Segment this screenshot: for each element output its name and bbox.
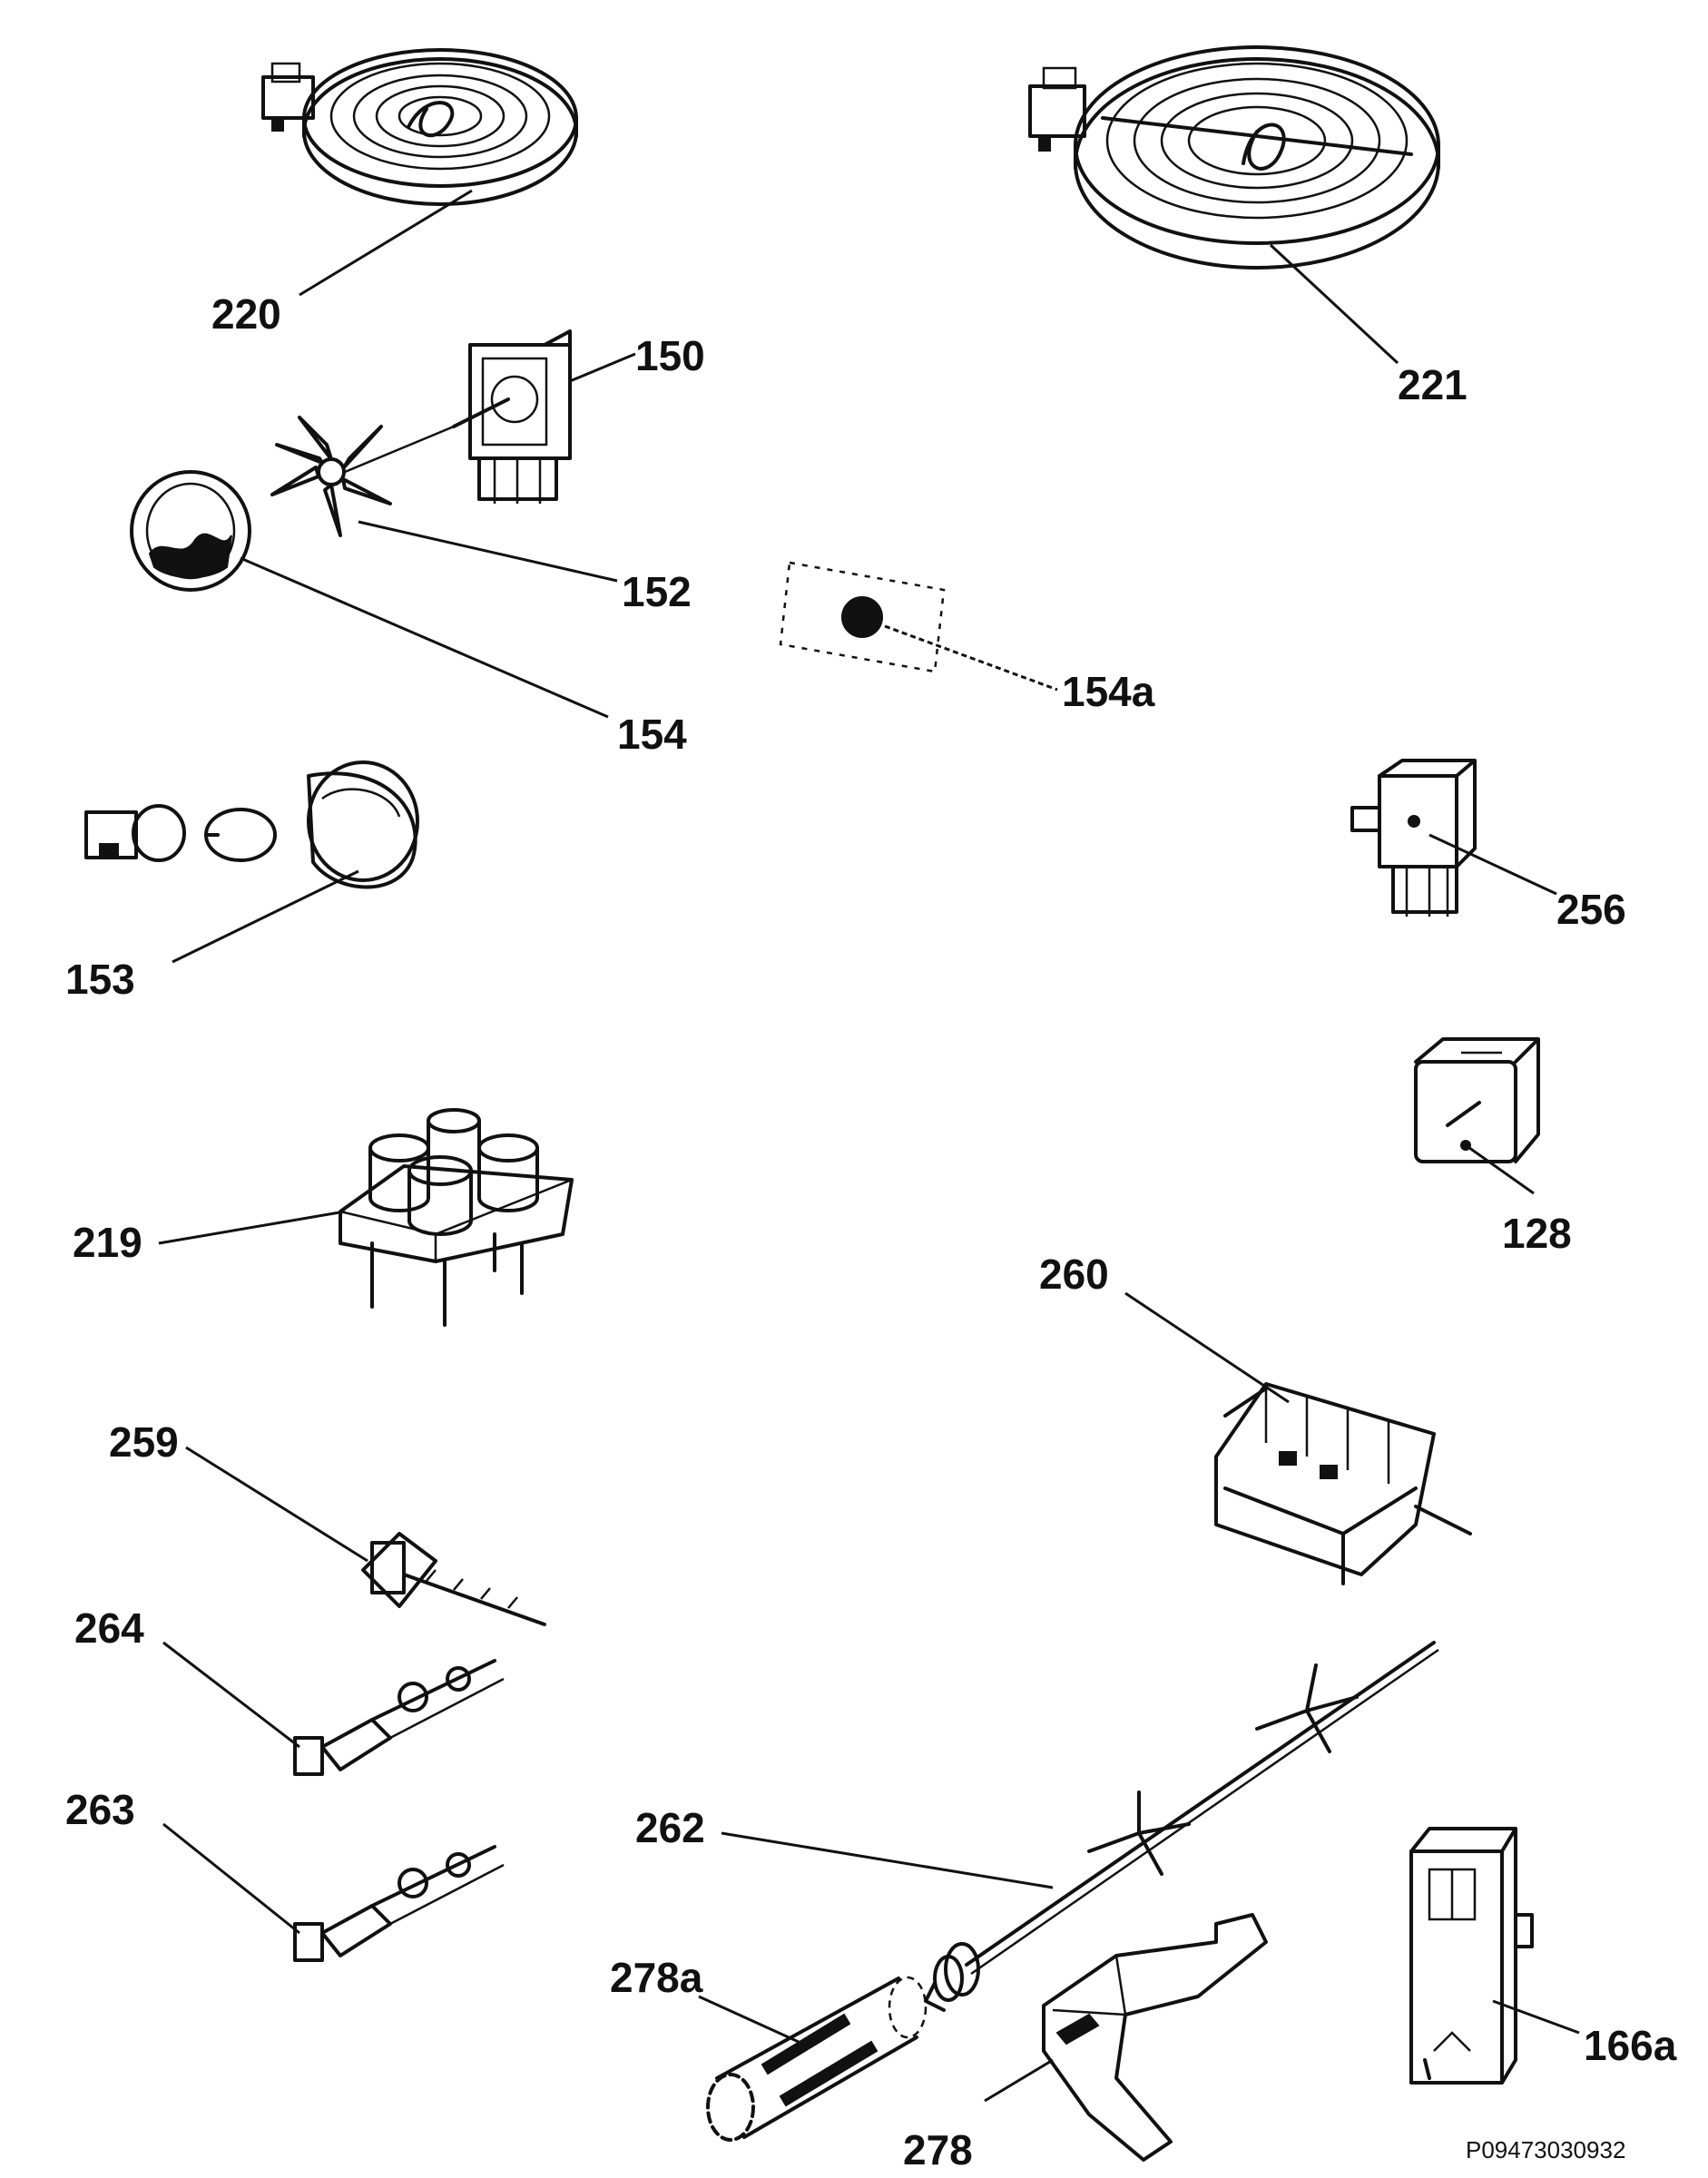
label-220: 220 xyxy=(211,290,281,338)
part-264-switch-shaft xyxy=(293,1659,505,1776)
part-153-oven-lamp xyxy=(84,760,419,889)
leader-219 xyxy=(158,1210,346,1245)
label-278a: 278a xyxy=(610,1954,703,2001)
part-262-rotisserie-spit xyxy=(924,1641,1439,2012)
leader-262 xyxy=(721,1831,1054,1889)
leader-220 xyxy=(299,189,473,297)
part-219-indicator-block xyxy=(339,1108,574,1327)
label-154: 154 xyxy=(617,711,687,758)
part-256-thermostat xyxy=(1350,759,1477,917)
label-256: 256 xyxy=(1556,886,1626,933)
label-150: 150 xyxy=(635,332,705,379)
leader-150 xyxy=(569,352,636,383)
part-166a-spit-motor xyxy=(1409,1827,1534,2085)
leader-154a xyxy=(884,624,1058,692)
label-264: 264 xyxy=(74,1604,144,1652)
part-154-fan-cover xyxy=(130,470,251,592)
part-263-switch-shaft xyxy=(293,1845,505,1962)
label-128: 128 xyxy=(1502,1210,1572,1257)
part-154a-filter xyxy=(779,561,946,673)
leader-153 xyxy=(172,869,359,964)
label-278: 278 xyxy=(903,2126,973,2173)
part-278a-spit-handle xyxy=(706,1976,928,2142)
leader-221 xyxy=(1269,243,1399,365)
leader-166a xyxy=(1492,1999,1580,2035)
leader-264 xyxy=(162,1641,300,1749)
leader-256 xyxy=(1428,833,1557,896)
label-259: 259 xyxy=(109,1418,179,1466)
label-166a: 166a xyxy=(1584,2022,1677,2069)
label-221: 221 xyxy=(1398,361,1468,408)
leader-154 xyxy=(240,556,609,719)
label-153: 153 xyxy=(65,956,135,1003)
leader-263 xyxy=(162,1822,300,1935)
label-154a: 154a xyxy=(1062,668,1155,715)
part-150-fan-motor xyxy=(452,329,572,504)
leader-278a xyxy=(698,1995,800,2044)
part-260-selector-switch xyxy=(1214,1382,1472,1585)
part-221-hotplate-large xyxy=(1028,45,1440,270)
label-262: 262 xyxy=(635,1804,705,1851)
label-219: 219 xyxy=(73,1219,142,1266)
part-152-fan-blade xyxy=(270,416,455,537)
leader-128 xyxy=(1465,1143,1535,1195)
part-259-rotary-switch xyxy=(361,1532,546,1626)
leader-259 xyxy=(185,1446,368,1563)
diagram-code: P09473030932 xyxy=(1466,2136,1625,2163)
part-220-hotplate-small xyxy=(261,48,578,206)
leader-278 xyxy=(984,2058,1054,2103)
part-278-spit-support xyxy=(1042,1913,1268,2162)
label-152: 152 xyxy=(622,568,692,615)
label-263: 263 xyxy=(65,1786,135,1833)
leader-260 xyxy=(1124,1291,1290,1404)
leader-152 xyxy=(358,520,618,583)
label-260: 260 xyxy=(1039,1251,1109,1298)
part-128-regulator xyxy=(1414,1037,1540,1163)
